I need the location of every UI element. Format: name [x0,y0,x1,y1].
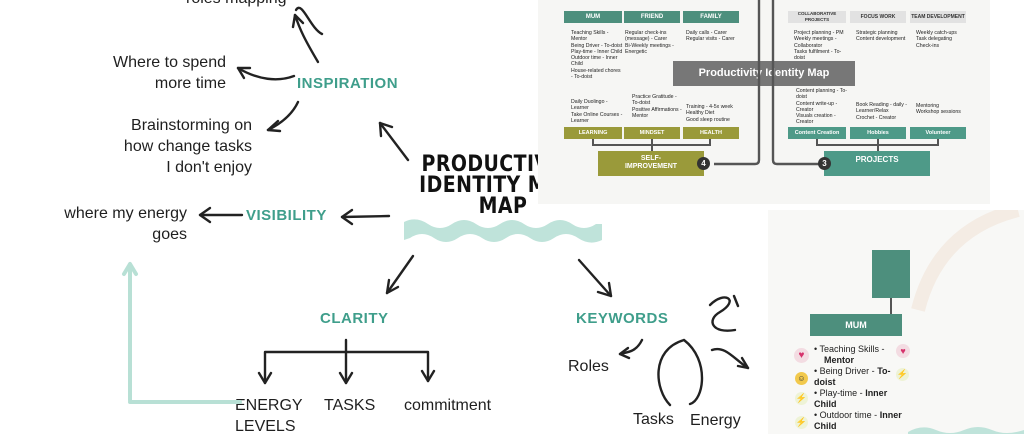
col-team-top: Weekly catch-ups Task delegating Check-i… [916,30,957,49]
col-friend-bottom: Practice Gratitude - To-doist Positive A… [632,94,682,119]
self-improvement-box: SELF- IMPROVEMENT [598,151,704,176]
smile-icon: ☺ [795,372,808,385]
arrow-to-visibility [340,214,391,219]
mum-detail-panel: MUM ♥ • Teaching Skills - Mentor ☺ • Bei… [768,210,1024,434]
footer-learning: LEARNING [564,127,622,139]
branch-visibility: VISIBILITY [246,207,327,224]
mum-item-1: • Teaching Skills - Mentor [814,344,885,365]
keyword-roles: Roles [568,358,609,375]
col-team-bottom: Mentoring Workshop sessions [916,103,961,116]
header-collab: COLLABORATIVE PROJECTS [788,11,846,23]
heart-icon: ♥ [794,348,809,363]
col-collab-top: Project planning - PM Weekly meetings - … [794,30,844,62]
branch-inspiration: INSPIRATION [297,75,399,92]
branch-clarity: CLARITY [320,310,389,327]
clarity-energy-levels: ENERGY LEVELS [235,397,303,435]
arrow-roles-mapping [293,13,320,64]
bolt-icon: ⚡ [795,392,808,405]
mum-connector [872,210,1020,314]
mum-header: MUM [810,314,902,336]
branch-keywords: KEYWORDS [576,310,669,327]
productivity-banner: Productivity Identity Map [673,61,855,86]
mum-item-3: • Play-time - Inner Child [814,388,888,409]
arrow-where-to-spend [236,66,296,81]
col-focus-bottom: Book Reading - daily - Learner/Relax Cro… [856,102,908,121]
bottom-wave-decoration [908,427,1024,434]
arrow-to-clarity [385,254,415,295]
note-brainstorming: Brainstorming on how change tasks I don'… [123,117,252,176]
col-focus-top: Strategic planning Content development [856,30,906,43]
header-mum: MUM [564,11,622,23]
header-friend: FRIEND [624,11,680,23]
note-roles-mapping: roles mapping [186,0,287,9]
note-where-to-spend: Where to spend more time [113,54,226,92]
self-improvement-number: 4 [697,157,710,170]
panel1-connectors [592,0,939,166]
col-mum-top: Teaching Skills - Mentor Being Driver - … [571,30,623,81]
keyword-scribble-center [657,338,704,407]
footer-content-creation: Content Creation [788,127,846,139]
heart-icon: ♥ [896,344,910,358]
col-friend-top: Regular check-ins (message) - Carer Bi-W… [625,30,674,55]
keyword-energy: Energy [690,412,741,429]
footer-hobbies: Hobbies [850,127,906,139]
projects-number: 3 [818,157,831,170]
footer-volunteer: Volunteer [910,127,966,139]
projects-box: PROJECTS [824,151,930,176]
clarity-tree [263,338,430,385]
clarity-commitment: commitment [404,397,492,414]
bolt-icon: ⚡ [795,416,808,429]
col-mum-bottom: Daily Duolingo - Learner Take Online Cou… [571,99,623,124]
header-focus: FOCUS WORK [850,11,906,23]
bolt-icon: ⚡ [896,368,909,381]
arrow-to-keywords [577,258,613,298]
footer-health: HEALTH [683,127,739,139]
footer-mindset: MINDSET [624,127,680,139]
col-family-bottom: Training - 4-5x week Healthy Diet Good s… [686,104,733,123]
col-collab-bottom: Content planning - To-doist Content writ… [796,88,847,126]
wave-decoration [404,219,602,243]
header-family: FAMILY [683,11,739,23]
arrow-to-inspiration [378,121,410,162]
productivity-map-panel: MUM FRIEND FAMILY COLLABORATIVE PROJECTS… [538,0,990,204]
mum-item-2: • Being Driver - To-doist [814,366,891,387]
note-where-my-energy: where my energy goes [64,205,187,243]
clarity-tasks: TASKS [324,397,376,414]
mum-item-4: • Outdoor time - Inner Child [814,410,902,431]
col-family-top: Daily calls - Carer Regular visits - Car… [686,30,735,43]
keyword-tasks: Tasks [633,411,674,428]
header-team: TEAM DEVELOPMENT [910,11,966,23]
